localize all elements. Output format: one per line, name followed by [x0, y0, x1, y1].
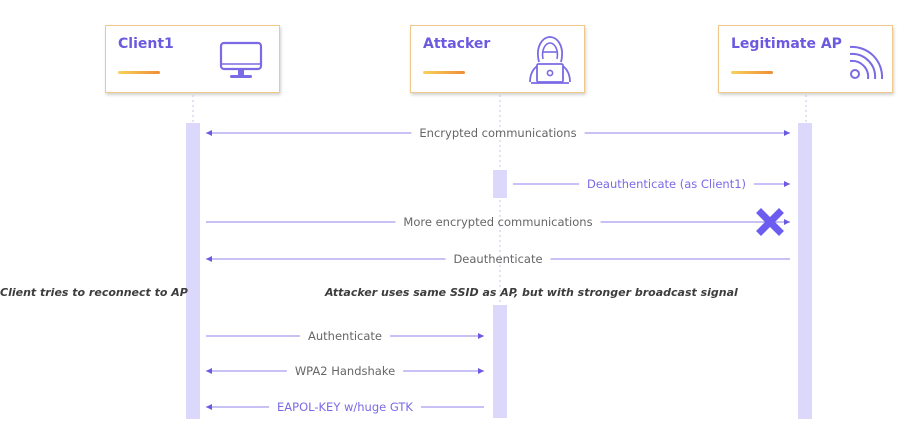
title-underline — [423, 71, 465, 74]
activation-client — [186, 123, 200, 419]
title-underline — [731, 71, 773, 74]
wifi-signal-icon — [849, 45, 884, 80]
activation-attacker-deauth — [493, 170, 507, 198]
actor-legitimate-ap: Legitimate AP — [718, 25, 893, 93]
title-underline — [118, 71, 160, 74]
actor-client1: Client1 — [105, 25, 280, 93]
arrowhead — [784, 219, 790, 225]
message-label: More encrypted communications — [403, 215, 592, 229]
actor-title: Client1 — [118, 36, 174, 52]
actor-title: Attacker — [423, 36, 491, 52]
monitor-icon — [219, 41, 263, 78]
actor-attacker: Attacker — [410, 25, 585, 93]
hooded-hacker-laptop-icon — [529, 36, 571, 84]
arrowhead — [206, 404, 212, 410]
arrowhead — [784, 181, 790, 187]
activation-attacker-evil-twin — [493, 305, 507, 418]
arrowhead — [206, 130, 212, 136]
message-label: Authenticate — [308, 329, 382, 343]
arrowhead — [206, 256, 212, 262]
arrowhead — [784, 130, 790, 136]
arrowhead — [478, 368, 484, 374]
x-mark-icon — [756, 208, 784, 236]
message-label: Encrypted communications — [419, 126, 576, 140]
activation-ap — [798, 123, 812, 419]
message-label: Deauthenticate (as Client1) — [587, 177, 746, 191]
note-attacker-ssid: Attacker uses same SSID as AP, but with … — [325, 286, 738, 299]
message-label: WPA2 Handshake — [295, 364, 395, 378]
message-label: EAPOL-KEY w/huge GTK — [277, 400, 413, 414]
arrowhead — [206, 368, 212, 374]
arrowhead — [478, 333, 484, 339]
note-client-reconnect: Client tries to reconnect to AP — [0, 286, 188, 299]
actor-title: Legitimate AP — [731, 36, 842, 52]
message-label: Deauthenticate — [453, 252, 542, 266]
